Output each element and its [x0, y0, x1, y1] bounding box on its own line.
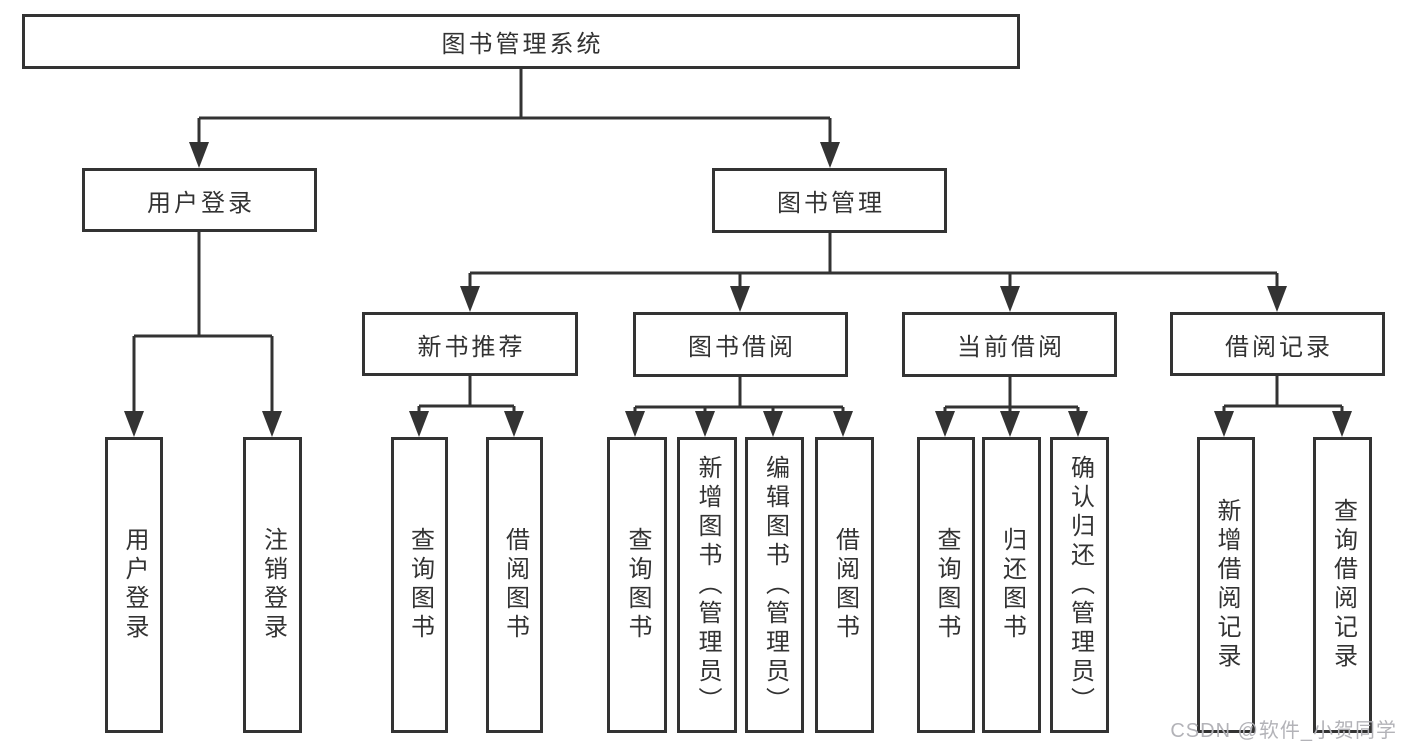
leaf-borrow-books-recommend: 借阅图书	[486, 437, 543, 733]
leaf-logout: 注销登录	[243, 437, 302, 733]
arrow-down-icon	[1332, 411, 1352, 437]
leaf-borrow-books: 借阅图书	[815, 437, 874, 733]
arrow-down-icon	[730, 286, 750, 312]
node-borrow-records: 借阅记录	[1170, 312, 1385, 376]
leaf-query-books-current: 查询图书	[917, 437, 975, 733]
arrow-down-icon	[409, 411, 429, 437]
leaf-return-books: 归还图书	[982, 437, 1041, 733]
leaf-edit-books-admin: 编辑图书（管理员）	[745, 437, 804, 733]
arrow-down-icon	[1000, 411, 1020, 437]
node-library-system: 图书管理系统	[22, 14, 1020, 69]
arrow-down-icon	[1000, 286, 1020, 312]
node-user-login: 用户登录	[82, 168, 317, 232]
arrow-down-icon	[833, 411, 853, 437]
arrow-down-icon	[189, 142, 209, 168]
leaf-add-borrow-record: 新增借阅记录	[1197, 437, 1255, 733]
arrow-down-icon	[1214, 411, 1234, 437]
node-book-borrowing: 图书借阅	[633, 312, 848, 377]
arrow-down-icon	[262, 411, 282, 437]
arrow-down-icon	[625, 411, 645, 437]
node-book-management: 图书管理	[712, 168, 947, 233]
leaf-user-login: 用户登录	[105, 437, 163, 733]
node-new-book-recommend: 新书推荐	[362, 312, 578, 376]
arrow-down-icon	[1068, 411, 1088, 437]
arrow-down-icon	[820, 142, 840, 168]
arrow-down-icon	[124, 411, 144, 437]
leaf-query-books-recommend: 查询图书	[391, 437, 448, 733]
arrow-down-icon	[1267, 286, 1287, 312]
leaf-query-books-borrowing: 查询图书	[607, 437, 667, 733]
arrow-down-icon	[763, 411, 783, 437]
csdn-watermark: CSDN @软件_小贺同学	[1170, 720, 1397, 742]
arrow-down-icon	[935, 411, 955, 437]
arrow-down-icon	[460, 286, 480, 312]
leaf-add-books-admin: 新增图书（管理员）	[677, 437, 737, 733]
arrow-down-icon	[504, 411, 524, 437]
arrow-down-icon	[695, 411, 715, 437]
node-current-borrowing: 当前借阅	[902, 312, 1117, 377]
leaf-query-borrow-record: 查询借阅记录	[1313, 437, 1372, 733]
leaf-confirm-return-admin: 确认归还（管理员）	[1050, 437, 1109, 733]
